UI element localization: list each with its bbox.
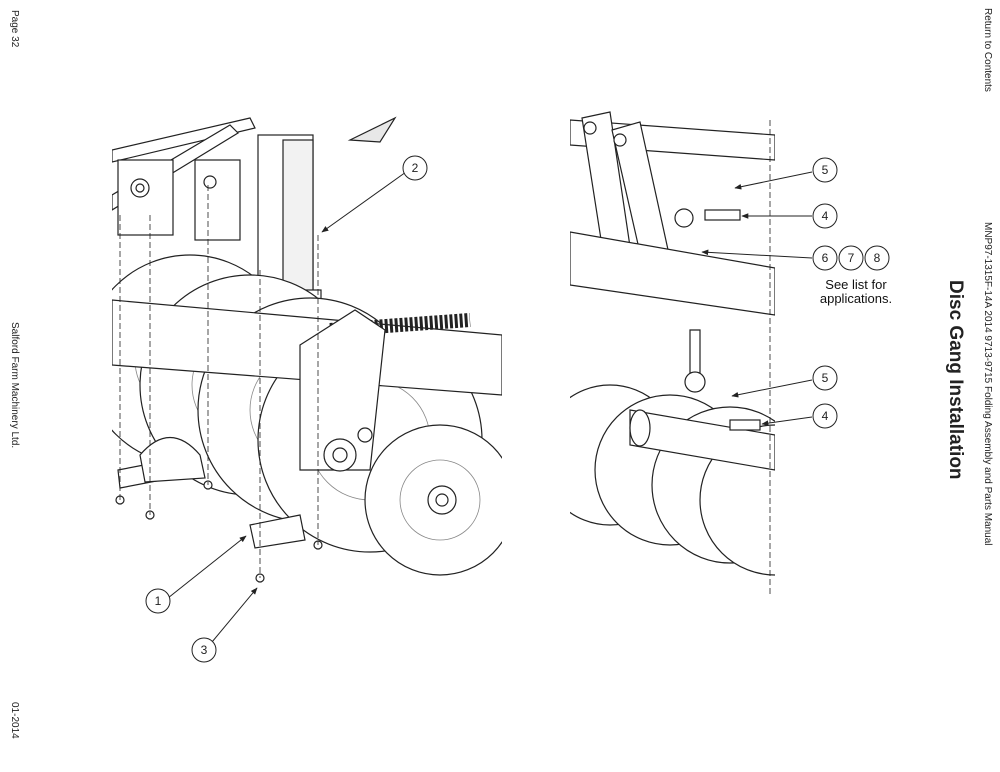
gang-mount-detail-drawing: [570, 111, 775, 596]
callout-2: 2: [321, 155, 428, 233]
callout-6-7-8: 6 7 8: [701, 245, 890, 271]
svg-text:1: 1: [155, 594, 162, 608]
svg-text:7: 7: [848, 251, 855, 265]
callout-5-lower: 5: [731, 365, 838, 398]
callout-1: 1: [145, 535, 247, 614]
callout-3: 3: [191, 587, 258, 663]
svg-text:4: 4: [822, 209, 829, 223]
callout-4-lower: 4: [761, 403, 838, 429]
disc-gang-drawing: [112, 116, 502, 583]
applications-note-line-2: applications.: [820, 291, 892, 306]
svg-text:4: 4: [822, 409, 829, 423]
svg-text:5: 5: [822, 371, 829, 385]
applications-note-line-1: See list for: [825, 277, 887, 292]
svg-text:5: 5: [822, 163, 829, 177]
svg-text:6: 6: [822, 251, 829, 265]
svg-text:8: 8: [874, 251, 881, 265]
callout-5-upper: 5: [734, 157, 838, 190]
svg-text:3: 3: [201, 643, 208, 657]
callout-4-upper: 4: [741, 203, 838, 229]
svg-text:2: 2: [412, 161, 419, 175]
